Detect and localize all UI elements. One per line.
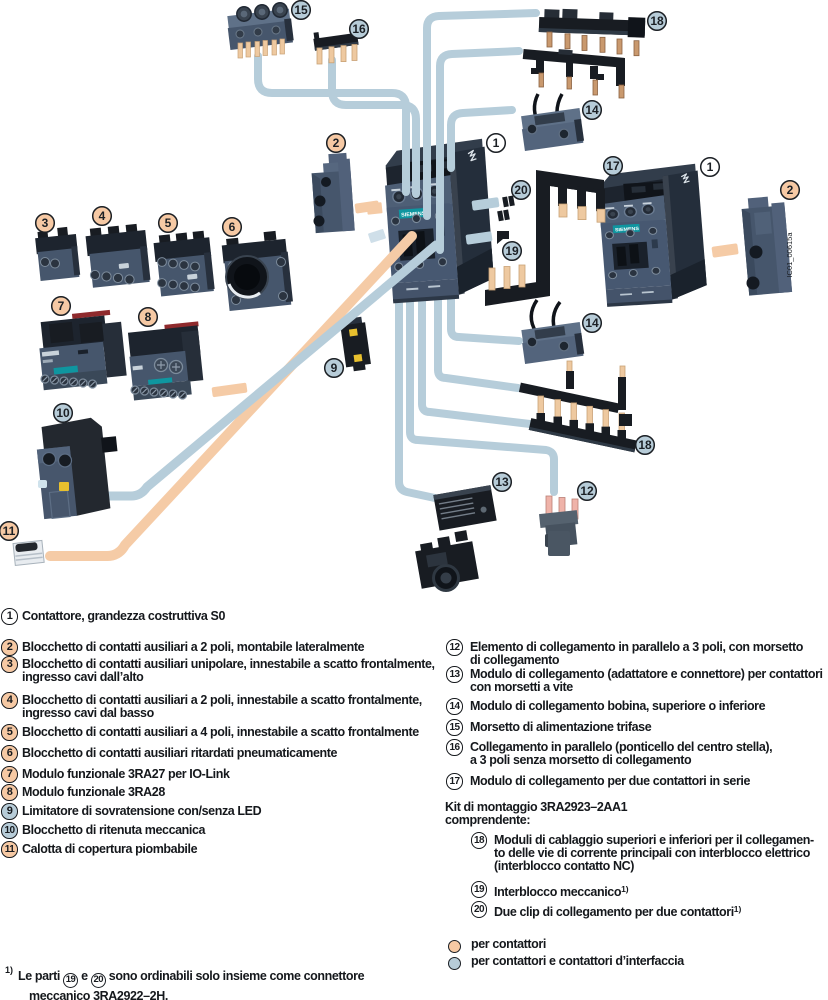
svg-text:4: 4 [99,209,106,223]
svg-text:13: 13 [495,475,509,489]
svg-text:2: 2 [787,183,794,197]
svg-text:19: 19 [505,244,519,258]
svg-text:14: 14 [585,316,599,330]
svg-text:17: 17 [606,159,620,173]
svg-text:3: 3 [42,216,49,230]
svg-text:18: 18 [650,14,664,28]
svg-text:SIEMENS: SIEMENS [615,226,640,233]
svg-text:IC01_00615a: IC01_00615a [785,232,794,278]
svg-text:5: 5 [165,216,172,230]
svg-text:1: 1 [707,160,714,174]
svg-text:6: 6 [229,220,236,234]
svg-text:11: 11 [3,524,16,538]
svg-text:12: 12 [580,484,594,498]
svg-text:1: 1 [493,136,500,150]
svg-text:7: 7 [58,299,65,313]
svg-text:8: 8 [145,310,152,324]
svg-text:14: 14 [585,103,599,117]
svg-text:18: 18 [638,438,652,452]
svg-text:9: 9 [331,361,338,375]
svg-text:2: 2 [333,136,340,150]
svg-text:SIEMENS: SIEMENS [401,211,426,219]
svg-text:10: 10 [56,406,70,420]
svg-text:15: 15 [294,3,308,17]
svg-text:20: 20 [514,183,528,197]
svg-text:16: 16 [352,22,366,36]
